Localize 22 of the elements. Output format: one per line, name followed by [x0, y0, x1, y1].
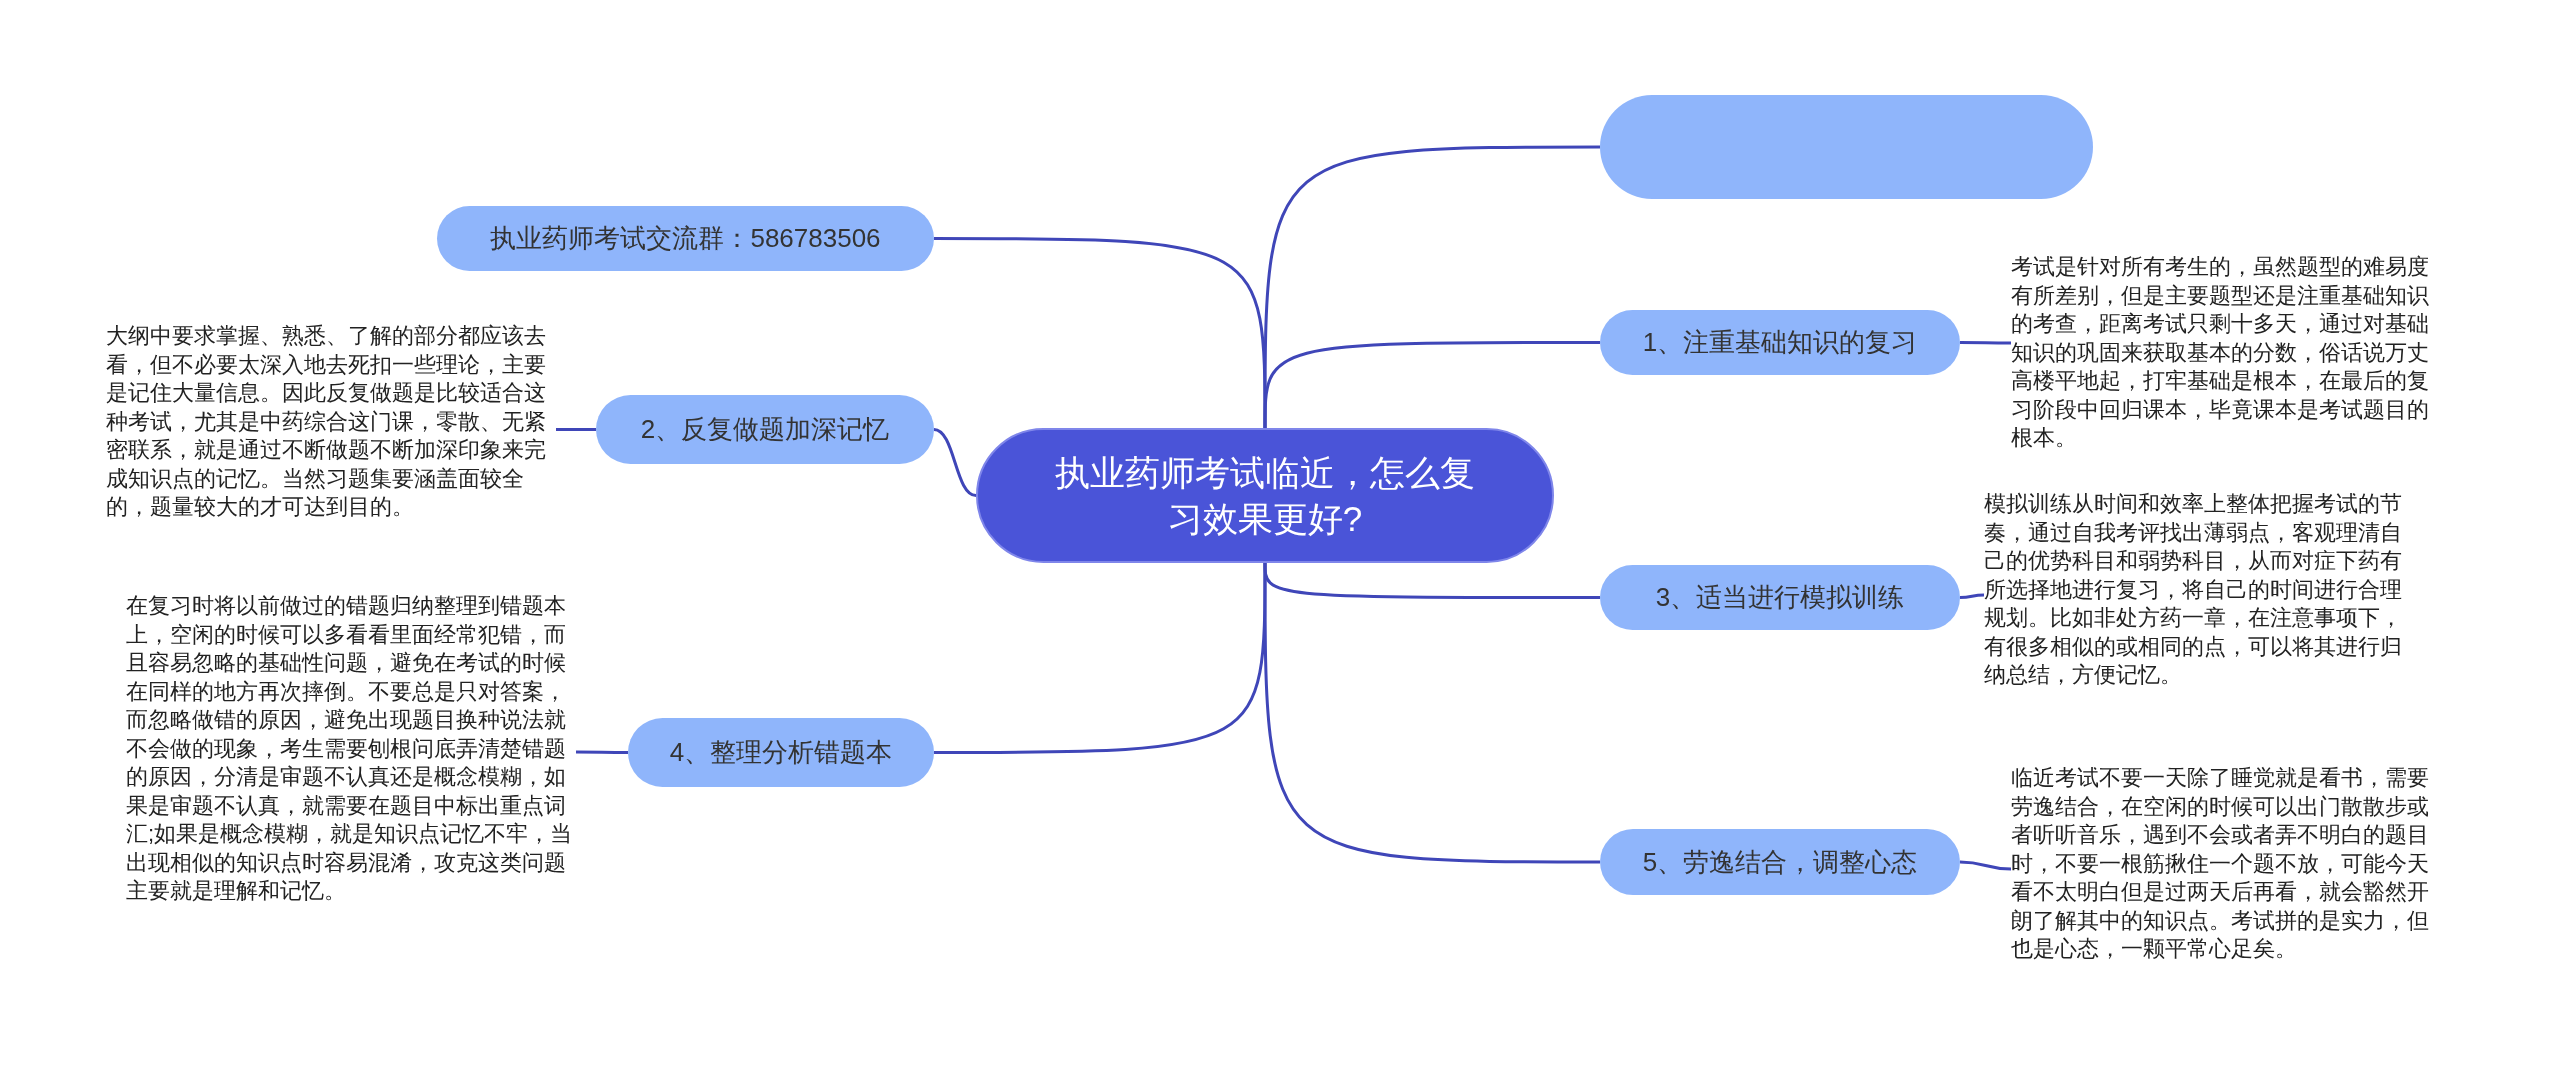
topic-pill: 2、反复做题加深记忆 — [596, 395, 934, 464]
connector-line — [556, 428, 596, 431]
note-text: 考试是针对所有考生的，虽然题型的难易度有所差别，但是主要题型还是注重基础知识的考查，距离考试只剩十多天，通过对基础知识的巩固来获取基本的分数，俗话说万丈高楼平地起，打牢基础是根本，在最后的复习阶段中回归课本，毕竟课本是考试题目的根本。 — [2011, 253, 2441, 453]
note-text: 大纲中要求掌握、熟悉、了解的部分都应该去看，但不必要太深入地去死扣一些理论，主要是记住大量信息。因此反复做题是比较适合这种考试，尤其是中药综合这门课，零散、无紧密联系，就是通过不断做题不断加深印象来完成知识点的记忆。当然习题集要涵盖面较全的，题量较大的才可达到目的。 — [106, 322, 556, 522]
note-text: 模拟训练从时间和效率上整体把握考试的节奏，通过自我考评找出薄弱点，客观理清自己的优势科目和弱势科目，从而对症下药有所选择地进行复习，将自己的时间进行合理规划。比如非处方药一章，在注意事项下，有很多相似的或相同的点，可以将其进行归纳总结，方便记忆。 — [1984, 490, 2414, 690]
topic-pill: 3、适当进行模拟训练 — [1600, 565, 1960, 630]
connector-line — [576, 750, 628, 754]
topic-pill: 1、注重基础知识的复习 — [1600, 310, 1960, 375]
topic-pill: 4、整理分析错题本 — [628, 718, 934, 787]
central-topic: 执业药师考试临近，怎么复习效果更好? — [976, 428, 1554, 563]
connector-line — [1263, 341, 1600, 428]
connector-line — [1263, 145, 1600, 428]
topic-pill: 5、劳逸结合，调整心态 — [1600, 829, 1960, 895]
connector-line — [1959, 593, 1985, 599]
topic-pill: 执业药师考试交流群：586783506 — [437, 206, 934, 271]
note-text: 临近考试不要一天除了睡觉就是看书，需要劳逸结合，在空闲的时候可以出门散散步或者听听音乐，遇到不会或者弄不明白的题目时，不要一根筋揪住一个题不放，可能今天看不太明白但是过两天后再看，就会豁然开朗了解其中的知识点。考试拼的是实力，但也是心态，一颗平常心足矣。 — [2011, 764, 2441, 964]
connector-line — [1263, 563, 1600, 864]
connector-line — [1959, 860, 2012, 871]
connector-line — [934, 563, 1267, 754]
connector-line — [933, 428, 977, 497]
note-text: 在复习时将以前做过的错题归纳整理到错题本上，空闲的时候可以多看看里面经常犯错，而且容易忽略的基础性问题，避免在考试的时候在同样的地方再次摔倒。不要总是只对答案，而忽略做错的原因，避免出现题目换种说法就不会做的现象，考生需要刨根问底弄清楚错题的原因，分清是审题不认真还是概念模糊，如果是审题不认真，就需要在题目中标出重点词汇;如果是概念模糊，就是知识点记忆不牢，当出现相似的知识点时容易混淆，攻克这类问题主要就是理解和记忆。 — [126, 592, 576, 906]
connector-line — [1960, 341, 2011, 345]
